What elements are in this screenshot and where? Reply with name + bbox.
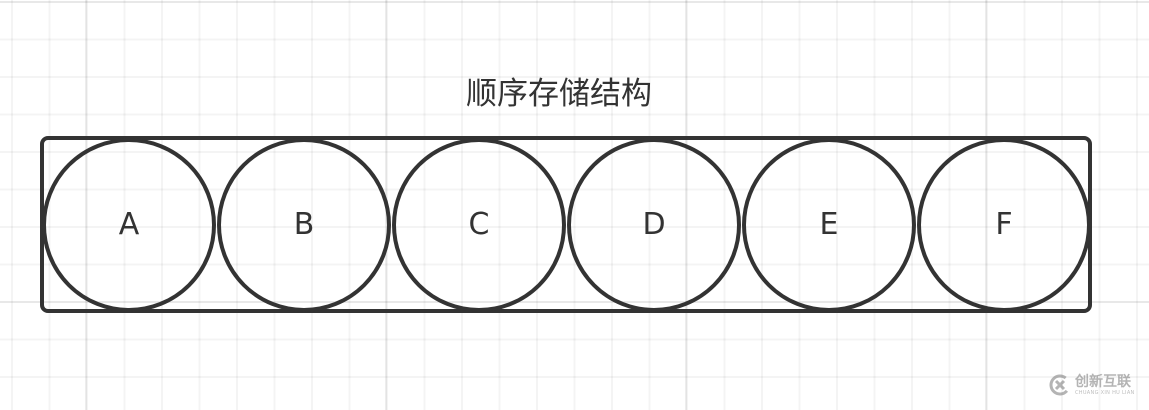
node-circle-e: E (742, 138, 916, 312)
node-circle-c: C (392, 138, 566, 312)
diagram-title: 顺序存储结构 (466, 76, 652, 112)
node-label: D (642, 207, 666, 242)
node-circle-a: A (42, 138, 216, 312)
node-circle-b: B (217, 138, 391, 312)
watermark-name-en: CHUANG XIN HU LIAN (1075, 389, 1135, 396)
node-label: B (293, 207, 315, 242)
node-label: A (118, 207, 140, 242)
watermark-name-cn: 创新互联 (1075, 373, 1131, 390)
watermark: 创新互联 CHUANG XIN HU LIAN (1049, 368, 1143, 402)
node-label: F (995, 207, 1013, 242)
node-circle-d: D (567, 138, 741, 312)
node-label: E (819, 207, 839, 242)
node-label: C (468, 207, 490, 242)
node-circle-f: F (917, 138, 1091, 312)
logo-icon (1049, 374, 1071, 396)
